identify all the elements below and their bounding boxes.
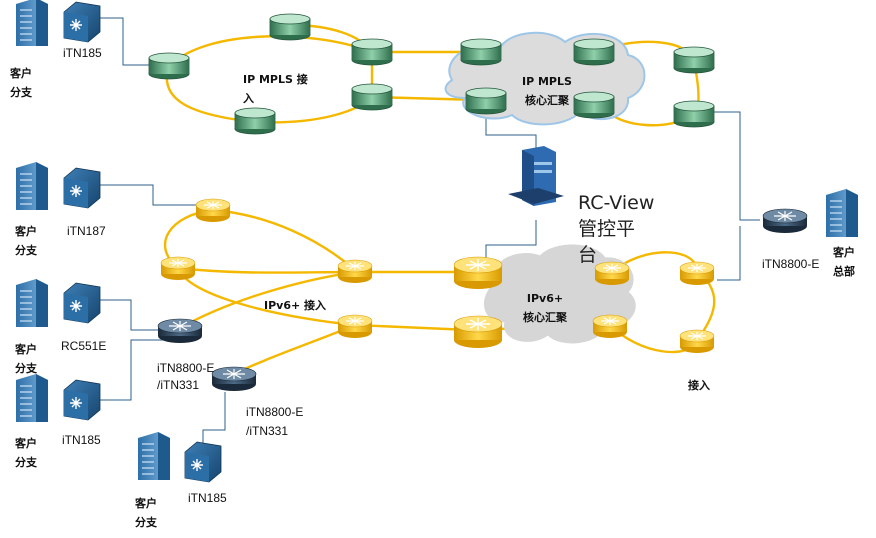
itn8800-hq-label: iTN8800-E [762, 257, 820, 271]
mpls-router-core-1[interactable] [460, 38, 502, 66]
ipv6-router-access-right-1[interactable] [679, 261, 715, 286]
mpls-router-core-3[interactable] [573, 38, 615, 66]
rcview-label-line1: RC-View [578, 192, 655, 214]
branch-label-5: 客户 分支 [135, 494, 157, 532]
ipv6-access-label: IPv6+ 接入 [264, 299, 327, 312]
building-icon-branch-4 [15, 373, 49, 423]
ip-mpls-core-label-line1: IP MPLS [522, 75, 572, 88]
ipv6-access-ring [164, 208, 471, 380]
ipv6-router-core-2[interactable] [453, 315, 503, 349]
mpls-router-access-1[interactable] [148, 52, 190, 80]
ipv6-router-core-1[interactable] [453, 256, 503, 290]
itn8800-a-label-line2: /iTN331 [157, 378, 200, 392]
ipv6-core-label-line1: IPv6+ [526, 292, 564, 305]
hq-label: 客户 总部 [833, 243, 855, 281]
mpls-router-core-4[interactable] [573, 91, 615, 119]
branch-label-1-line2: 分支 [10, 86, 32, 99]
itn185-switch-icon-2[interactable] [63, 379, 101, 421]
itn8800-router-a[interactable] [157, 318, 203, 344]
building-icon-branch-5 [137, 431, 171, 481]
ip-mpls-core-label-line2: 核心汇聚 [524, 94, 569, 107]
building-icon-hq [825, 188, 859, 238]
building-icon-branch-2 [15, 161, 49, 211]
ipv6-router-core-4[interactable] [592, 314, 628, 339]
itn185-label-mid: iTN185 [62, 433, 101, 447]
branch-label-2-line2: 分支 [15, 244, 37, 257]
access-right-label: 接入 [688, 379, 710, 392]
branch-label-2: 客户 分支 [15, 222, 37, 260]
itn185-label-top: iTN185 [63, 46, 102, 60]
itn187-switch-icon[interactable] [63, 167, 101, 209]
ipv6-router-access-4[interactable] [337, 314, 373, 339]
itn185-label-bot: iTN185 [188, 491, 227, 505]
ipv6-core-label-line2: 核心汇聚 [523, 311, 567, 324]
building-icon-branch-3 [15, 278, 49, 328]
ip-mpls-access-label-line2: 入 [243, 92, 254, 105]
branch-label-5-line2: 分支 [135, 516, 157, 529]
itn8800-b-label-line1: iTN8800-E [246, 405, 304, 419]
branch-label-1: 客户 分支 [10, 64, 32, 102]
rc551e-label: RC551E [61, 339, 107, 353]
mpls-router-core-2[interactable] [465, 87, 507, 115]
ip-mpls-access-label: IP MPLS 接 入 [243, 70, 308, 108]
hq-label-line2: 总部 [833, 265, 855, 278]
ipv6-router-access-1[interactable] [195, 198, 231, 223]
mpls-router-access-3[interactable] [351, 38, 393, 66]
branch-label-3-line2: 分支 [15, 362, 37, 375]
ipv6-core-label: IPv6+ 核心汇聚 [523, 289, 567, 327]
ipv6-router-access-2[interactable] [160, 256, 196, 281]
rcview-label: RC-View 管控平 台 [578, 190, 654, 268]
rc551e-switch-icon[interactable] [63, 282, 101, 324]
link-lines [97, 17, 760, 472]
branch-label-5-line1: 客户 [135, 497, 157, 510]
itn8800-a-label-line1: iTN8800-E [157, 361, 215, 375]
itn8800-router-hq[interactable] [762, 208, 808, 234]
branch-label-1-line1: 客户 [10, 67, 32, 80]
itn8800-b-label-line2: /iTN331 [246, 424, 289, 438]
mpls-router-core-5[interactable] [673, 46, 715, 74]
ip-mpls-access-label-line1: IP MPLS 接 [243, 73, 308, 86]
mpls-router-access-2[interactable] [269, 13, 311, 41]
mpls-router-core-6[interactable] [673, 100, 715, 128]
branch-label-4: 客户 分支 [15, 434, 37, 472]
mpls-router-access-5[interactable] [234, 107, 276, 135]
rcview-label-line3: 台 [578, 244, 598, 266]
branch-label-4-line2: 分支 [15, 456, 37, 469]
itn187-label: iTN187 [67, 224, 106, 238]
branch-label-4-line1: 客户 [15, 437, 37, 450]
itn8800-a-label: iTN8800-E /iTN331 [157, 360, 214, 394]
branch-label-2-line1: 客户 [15, 225, 37, 238]
hq-label-line1: 客户 [833, 246, 855, 259]
ip-mpls-core-label: IP MPLS 核心汇聚 [522, 72, 572, 110]
branch-label-3-line1: 客户 [15, 343, 37, 356]
mpls-router-access-4[interactable] [351, 83, 393, 111]
itn185-switch-icon-3[interactable] [184, 441, 222, 483]
itn8800-b-label: iTN8800-E /iTN331 [246, 403, 303, 441]
ipv6-router-access-3[interactable] [337, 259, 373, 284]
ipv6-router-access-right-2[interactable] [679, 329, 715, 354]
itn185-switch-icon-1[interactable] [63, 1, 101, 43]
branch-label-3: 客户 分支 [15, 340, 37, 378]
itn8800-router-b[interactable] [211, 366, 257, 392]
rcview-label-line2: 管控平 [578, 218, 636, 240]
rcview-workstation-icon[interactable] [508, 146, 564, 206]
building-icon-branch-1 [15, 0, 49, 47]
